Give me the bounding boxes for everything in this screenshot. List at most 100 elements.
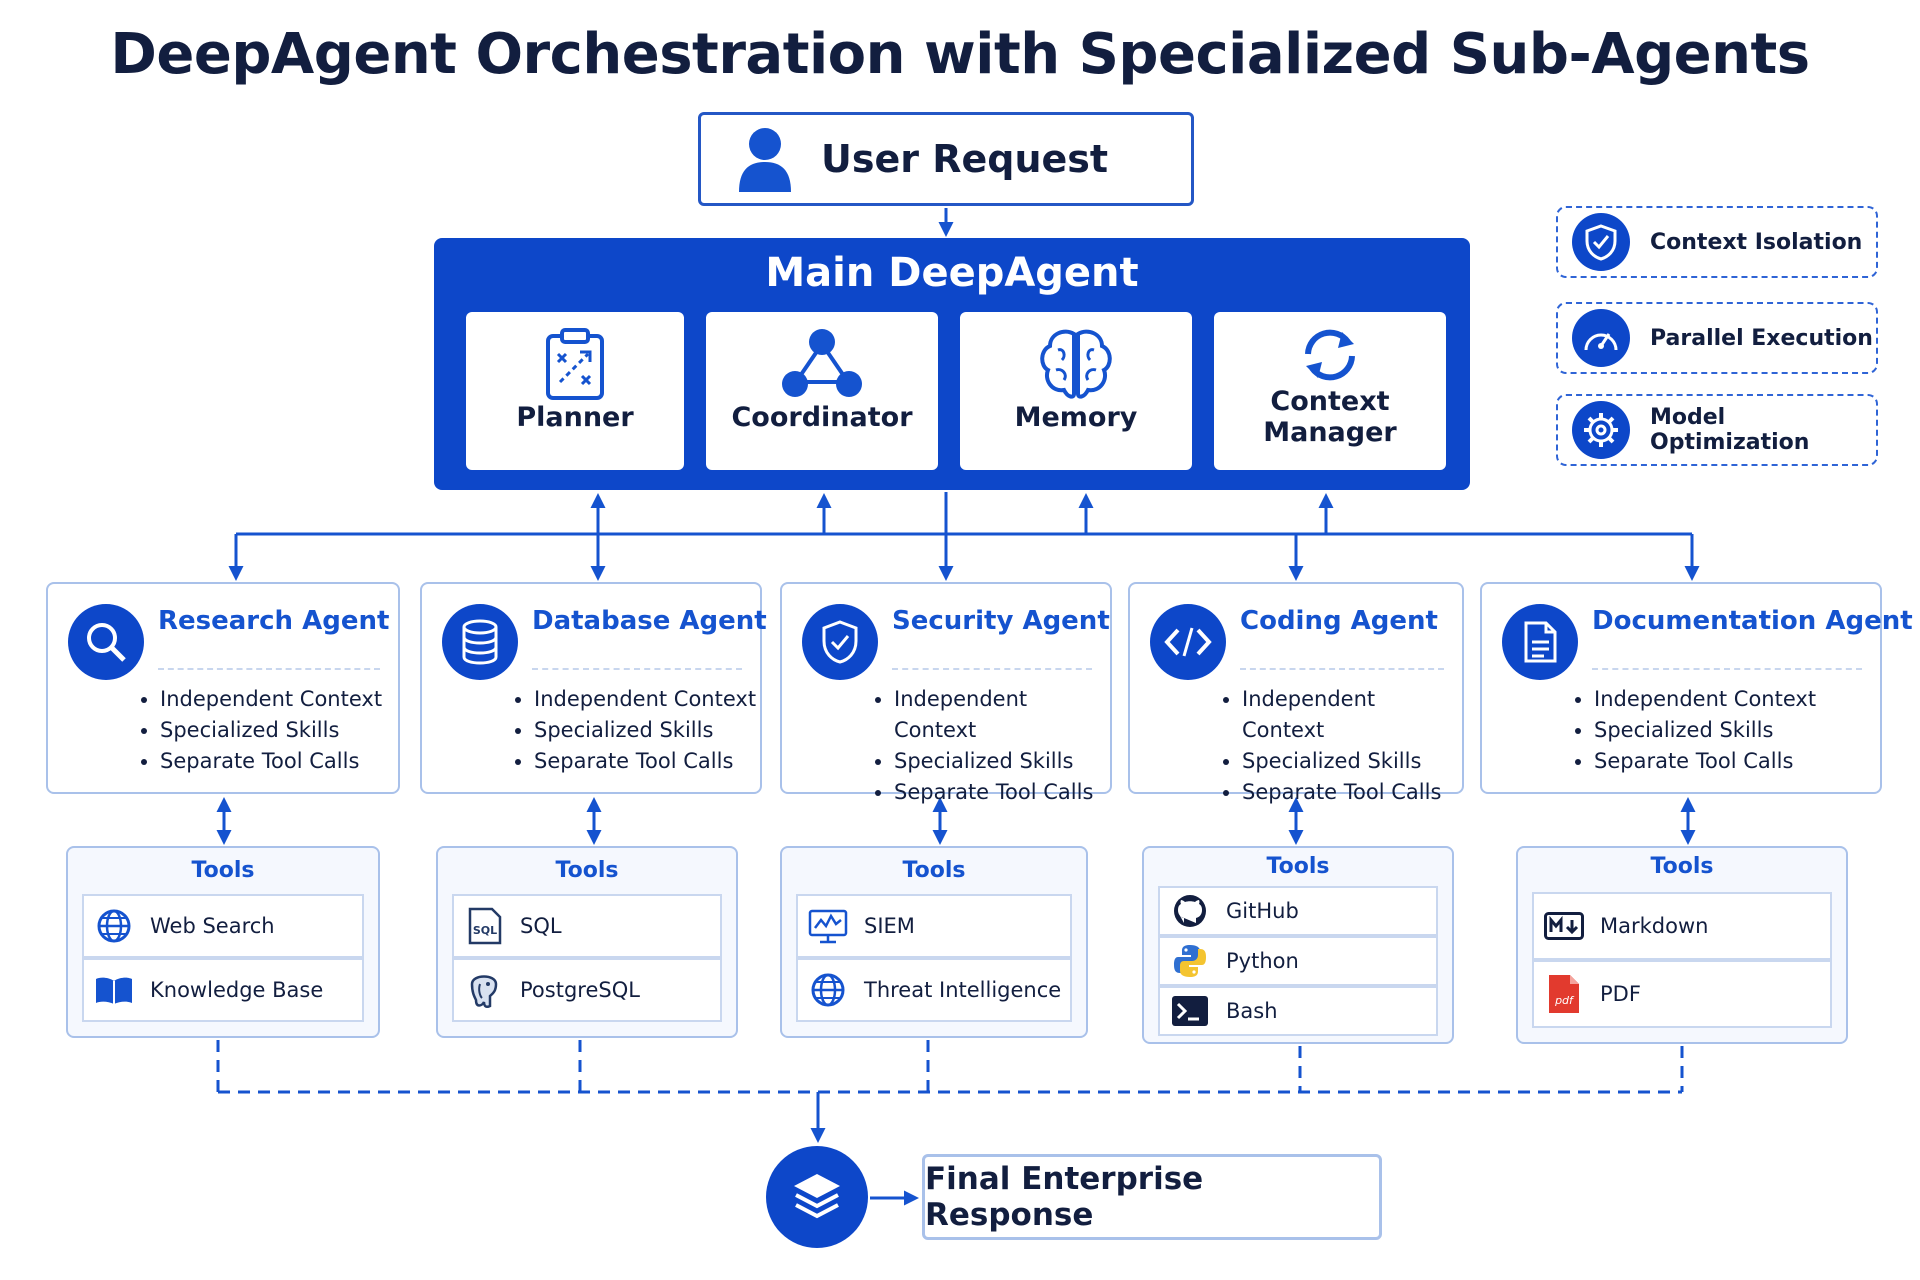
tool-label: PostgreSQL — [520, 978, 640, 1002]
search-icon — [68, 604, 144, 680]
divider — [158, 668, 380, 670]
tools-database: Tools SQL SQL PostgreSQL — [436, 846, 738, 1038]
final-response-box: Final Enterprise Response — [922, 1154, 1382, 1240]
agent-feature: Separate Tool Calls — [534, 746, 756, 777]
pdf-icon: pdf — [1544, 974, 1584, 1014]
tool-bash[interactable]: Bash — [1158, 986, 1438, 1036]
svg-text:SQL: SQL — [473, 924, 497, 937]
tool-markdown[interactable]: Markdown — [1532, 892, 1832, 960]
tool-postgresql[interactable]: PostgreSQL — [452, 958, 722, 1022]
tool-label: Markdown — [1600, 914, 1709, 938]
core-context-manager: Context Manager — [1214, 312, 1446, 470]
markdown-icon — [1544, 906, 1584, 946]
tool-label: Web Search — [150, 914, 275, 938]
code-brackets-icon — [1150, 604, 1226, 680]
shield-check-icon — [802, 604, 878, 680]
agent-feature: Independent Context — [1594, 684, 1816, 715]
user-request-label: User Request — [821, 137, 1109, 181]
agent-feature: Separate Tool Calls — [1242, 777, 1462, 808]
sql-file-icon: SQL — [464, 906, 504, 946]
user-icon — [737, 126, 793, 192]
tool-label: GitHub — [1226, 899, 1299, 923]
tool-sql[interactable]: SQL SQL — [452, 894, 722, 958]
tool-label: Knowledge Base — [150, 978, 324, 1002]
legend-context-isolation: Context Isolation — [1556, 206, 1878, 278]
agent-name: Database Agent — [532, 606, 767, 636]
agent-feature-list: Independent Context Specialized Skills S… — [1222, 684, 1462, 808]
tools-coding: Tools GitHub Python Bash — [1142, 846, 1454, 1044]
agent-documentation: Documentation Agent Independent Context … — [1480, 582, 1913, 794]
tools-research: Tools Web Search Knowledge Base — [66, 846, 380, 1038]
agent-feature-list: Independent Context Specialized Skills S… — [874, 684, 1110, 808]
agent-feature: Independent Context — [534, 684, 756, 715]
diagram-title: DeepAgent Orchestration with Specialized… — [110, 22, 1810, 87]
tools-header: Tools — [1650, 854, 1714, 879]
layers-stack-icon — [766, 1146, 868, 1248]
core-coordinator: Coordinator — [706, 312, 938, 470]
divider — [1592, 668, 1862, 670]
divider — [892, 668, 1092, 670]
legend-parallel-execution: Parallel Execution — [1556, 302, 1878, 374]
agent-feature: Independent Context — [160, 684, 382, 715]
tools-header: Tools — [191, 858, 255, 883]
document-icon — [1502, 604, 1578, 680]
agent-coding: Coding Agent Independent Context Special… — [1128, 582, 1464, 804]
tools-header: Tools — [555, 858, 619, 883]
main-deepagent-title: Main DeepAgent — [765, 250, 1139, 296]
tool-web-search[interactable]: Web Search — [82, 894, 364, 958]
tools-security: Tools SIEM Threat Intelligence — [780, 846, 1088, 1038]
agent-feature: Independent Context — [1242, 684, 1462, 746]
gear-icon — [1572, 401, 1630, 459]
brain-icon — [1040, 329, 1112, 399]
agent-feature-list: Independent Context Specialized Skills S… — [140, 684, 382, 777]
user-request-box: User Request — [698, 112, 1194, 206]
agent-feature: Separate Tool Calls — [1594, 746, 1816, 777]
speedometer-icon — [1572, 309, 1630, 367]
agent-feature: Specialized Skills — [894, 746, 1110, 777]
agent-feature: Separate Tool Calls — [894, 777, 1110, 808]
agent-feature-list: Independent Context Specialized Skills S… — [514, 684, 756, 777]
agent-feature: Specialized Skills — [160, 715, 382, 746]
shield-check-icon — [1572, 213, 1630, 271]
core-memory: Memory — [960, 312, 1192, 470]
tool-label: PDF — [1600, 982, 1641, 1006]
clipboard-strategy-icon — [546, 328, 604, 400]
legend-label: Context Isolation — [1650, 229, 1863, 255]
refresh-cycle-icon — [1305, 329, 1355, 381]
agent-name: Research Agent — [158, 606, 390, 636]
tools-header: Tools — [1266, 854, 1330, 879]
agent-feature-list: Independent Context Specialized Skills S… — [1574, 684, 1816, 777]
core-planner: Planner — [466, 312, 684, 470]
tool-github[interactable]: GitHub — [1158, 886, 1438, 936]
tool-siem[interactable]: SIEM — [796, 894, 1072, 958]
agent-name: Documentation Agent — [1592, 606, 1913, 636]
legend-label: Model Optimization — [1650, 405, 1810, 455]
tool-knowledge-base[interactable]: Knowledge Base — [82, 958, 364, 1022]
postgresql-elephant-icon — [464, 970, 504, 1010]
agent-feature: Specialized Skills — [1242, 746, 1462, 777]
open-book-icon — [94, 970, 134, 1010]
agent-research: Research Agent Independent Context Speci… — [46, 582, 400, 794]
globe-icon — [94, 906, 134, 946]
tool-label: Bash — [1226, 999, 1278, 1023]
main-deepagent-box: Main DeepAgent Planner Coordinator — [434, 238, 1470, 490]
tool-threat-intelligence[interactable]: Threat Intelligence — [796, 958, 1072, 1022]
tool-python[interactable]: Python — [1158, 936, 1438, 986]
agent-security: Security Agent Independent Context Speci… — [780, 582, 1112, 804]
core-memory-label: Memory — [1014, 402, 1138, 433]
divider — [1240, 668, 1444, 670]
agent-database: Database Agent Independent Context Speci… — [420, 582, 767, 794]
core-context-manager-label: Context Manager — [1263, 386, 1397, 448]
tool-label: SQL — [520, 914, 562, 938]
agent-feature: Independent Context — [894, 684, 1110, 746]
final-response-label: Final Enterprise Response — [925, 1161, 1204, 1233]
tool-label: Python — [1226, 949, 1299, 973]
agent-feature: Separate Tool Calls — [160, 746, 382, 777]
network-nodes-icon — [782, 329, 862, 397]
tool-pdf[interactable]: pdf PDF — [1532, 960, 1832, 1028]
legend-label: Parallel Execution — [1650, 325, 1873, 351]
monitor-chart-icon — [808, 906, 848, 946]
github-icon — [1170, 891, 1210, 931]
database-icon — [442, 604, 518, 680]
